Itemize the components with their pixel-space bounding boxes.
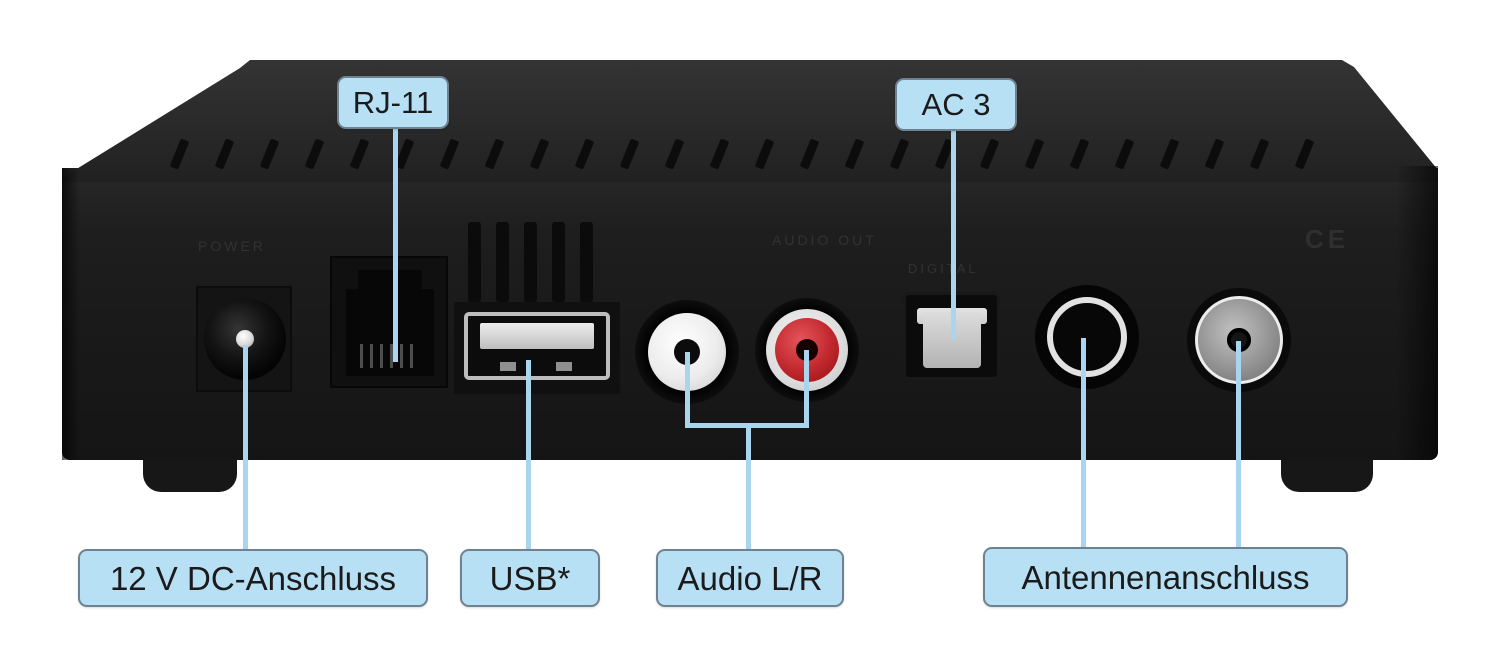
callout-label-rj11-text: RJ-11: [352, 85, 434, 120]
callout-label-antenna-text: Antennenanschluss: [1021, 558, 1310, 596]
vent-slot: [259, 138, 280, 170]
usb-port-pin: [556, 362, 572, 371]
callout-label-ac3-text: AC 3: [921, 87, 991, 122]
callout-label-audio-lr-text: Audio L/R: [677, 559, 823, 597]
callout-line-audio-right: [804, 350, 809, 428]
callout-label-usb-text: USB*: [489, 559, 571, 597]
vent-slot: [844, 138, 865, 170]
panel-marking-audio-out: AUDIO OUT: [772, 232, 877, 248]
panel-marking-ce: CE: [1305, 224, 1350, 254]
callout-line-rj11: [393, 127, 398, 362]
vent-slot: [1294, 138, 1315, 170]
vent-slot: [304, 138, 325, 170]
callout-line-antenna-right: [1236, 341, 1241, 550]
callout-line-audio-left: [685, 352, 690, 428]
vent-slot: [349, 138, 370, 170]
callout-line-audio-stem: [746, 423, 751, 552]
panel-marking-digital: DIGITAL: [908, 261, 979, 276]
vent-slot: [664, 138, 685, 170]
vent-slot: [754, 138, 775, 170]
vent-slot: [889, 138, 910, 170]
vent-slot: [799, 138, 820, 170]
vent-slot: [619, 138, 640, 170]
panel-marking-power: POWER: [198, 238, 266, 254]
callout-line-ac3: [951, 129, 956, 340]
callout-label-rj11: RJ-11: [337, 76, 449, 129]
vent-slot: [529, 138, 550, 170]
callout-label-audio-lr: Audio L/R: [656, 549, 844, 607]
device-left-side: [62, 168, 80, 460]
callout-label-ac3: AC 3: [895, 78, 1017, 131]
dc-power-jack-pin: [236, 330, 254, 348]
vent-slot: [1114, 138, 1135, 170]
vent-slot: [439, 138, 460, 170]
vent-slot: [574, 138, 595, 170]
vent-slot: [1204, 138, 1225, 170]
vent-slot: [1159, 138, 1180, 170]
panel-vent-slots: [468, 222, 593, 302]
usb-port-pin: [500, 362, 516, 371]
top-vent-slots: [169, 138, 1335, 170]
vent-slot: [1069, 138, 1090, 170]
vent-slot: [709, 138, 730, 170]
device-right-side: [1396, 166, 1438, 460]
callout-label-antenna: Antennenanschluss: [983, 547, 1348, 607]
rj11-contacts: [360, 344, 420, 368]
callout-label-dc-power: 12 V DC-Anschluss: [78, 549, 428, 607]
callout-line-dc: [243, 345, 248, 552]
callout-label-usb: USB*: [460, 549, 600, 607]
vent-slot: [1024, 138, 1045, 170]
callout-line-antenna-left: [1081, 338, 1086, 550]
usb-port-tongue: [480, 323, 594, 349]
antenna-out-connector: [1047, 297, 1127, 377]
vent-slot: [1249, 138, 1270, 170]
vent-slot: [484, 138, 505, 170]
callout-line-usb: [526, 360, 531, 552]
callout-label-dc-power-text: 12 V DC-Anschluss: [109, 559, 397, 597]
vent-slot: [979, 138, 1000, 170]
vent-slot: [214, 138, 235, 170]
